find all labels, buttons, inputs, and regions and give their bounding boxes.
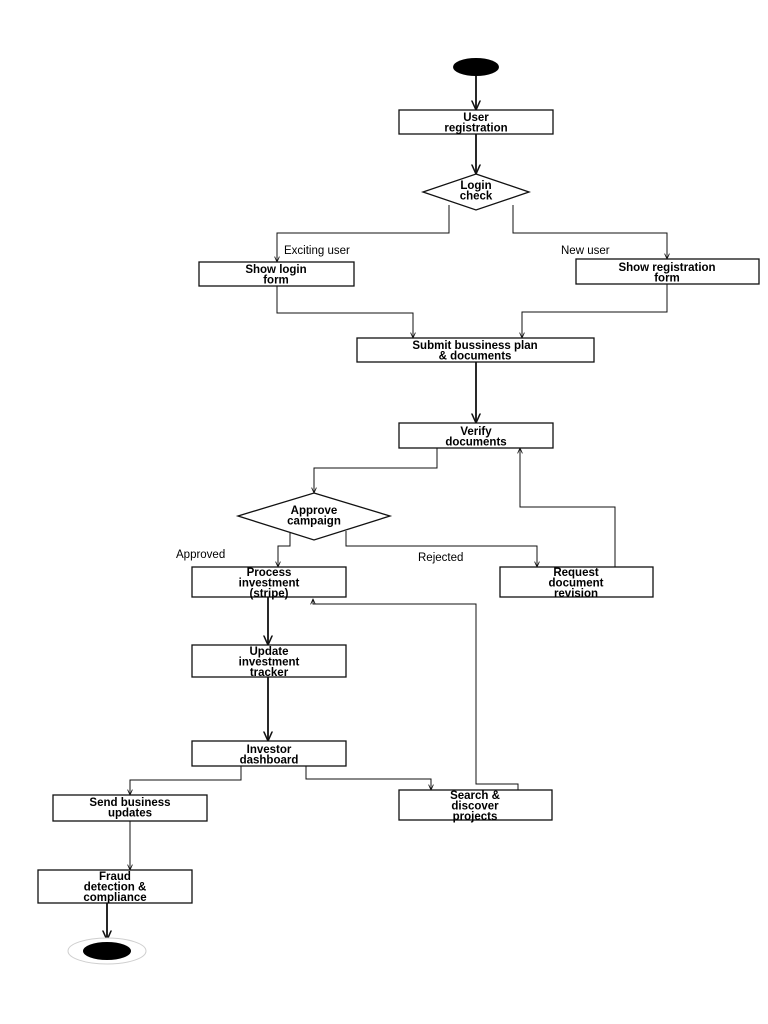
node-label-line: detection & xyxy=(84,882,147,894)
edge-label-new-user: New user xyxy=(561,245,610,257)
node-label-line: Show registration xyxy=(618,262,715,274)
edge-label-approved: Approved xyxy=(176,549,225,561)
node-label-line: investment xyxy=(239,657,300,669)
node-label-line: projects xyxy=(453,811,498,823)
node-label-line: registration xyxy=(444,123,507,135)
node-label-line: Update xyxy=(250,646,289,658)
edge-dashboard-to-send-updates xyxy=(130,766,242,795)
node-label-line: Login xyxy=(460,180,491,192)
node-label-line: Investor xyxy=(247,744,292,756)
node-label-line: Request xyxy=(553,567,599,579)
node-label-line: campaign xyxy=(287,516,341,528)
node-label-line: dashboard xyxy=(240,755,299,767)
node-label-line: check xyxy=(460,191,493,203)
start-node xyxy=(453,58,499,76)
node-label-line: (stripe) xyxy=(250,588,289,600)
edge-label-existing-user: Exciting user xyxy=(284,245,350,257)
edge-registration-form-to-submit xyxy=(522,284,668,338)
edge-login-check-to-login-form xyxy=(277,205,450,262)
node-label-line: Fraud xyxy=(99,871,131,883)
edge-login-form-to-submit xyxy=(276,286,413,338)
node-label-line: updates xyxy=(108,808,152,820)
node-label-line: revision xyxy=(554,588,598,600)
edge-approve-to-request-revision xyxy=(345,531,537,567)
edge-dashboard-to-search-projects xyxy=(305,766,431,790)
edges xyxy=(107,76,667,940)
edge-label-rejected: Rejected xyxy=(418,552,463,564)
node-label-line: compliance xyxy=(83,892,146,904)
node-submit-business-plan-text: Submit bussiness plan& documents xyxy=(412,340,537,363)
node-label-line: investment xyxy=(239,578,300,590)
edge-request-revision-to-verify xyxy=(520,448,616,567)
node-label-line: Submit bussiness plan xyxy=(412,340,537,352)
node-label-line: Approve xyxy=(291,505,338,517)
node-label-line: & documents xyxy=(439,351,512,363)
node-label-line: Verify xyxy=(460,426,492,438)
node-label-line: Show login xyxy=(245,264,306,276)
node-label-line: Send business xyxy=(89,797,170,809)
edge-approve-to-process xyxy=(278,531,291,567)
node-label-line: Process xyxy=(247,567,292,579)
node-label-line: tracker xyxy=(250,667,289,679)
edge-verify-to-approve xyxy=(314,448,438,493)
node-label-line: form xyxy=(263,275,289,287)
node-label-line: form xyxy=(654,273,680,285)
node-label-line: User xyxy=(463,112,489,124)
node-label-line: Search & xyxy=(450,790,500,802)
end-node xyxy=(83,942,131,960)
node-label-line: document xyxy=(549,578,604,590)
node-label-line: documents xyxy=(445,437,506,449)
edge-login-check-to-registration-form xyxy=(512,205,667,259)
edge-search-projects-to-process xyxy=(313,599,519,790)
node-label-line: discover xyxy=(451,801,499,813)
node-submit-business-plan: Submit bussiness plan& documents xyxy=(356,337,595,363)
